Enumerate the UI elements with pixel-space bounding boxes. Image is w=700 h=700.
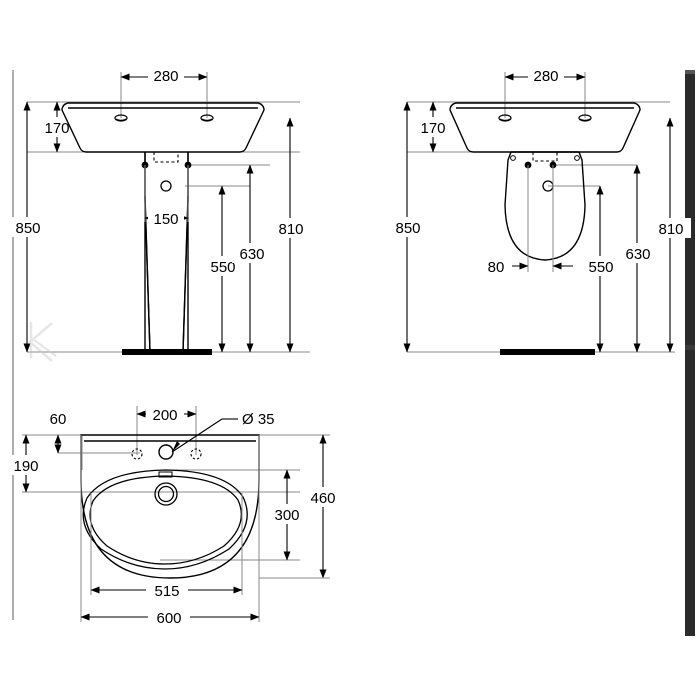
dim-80-view2: 80	[480, 165, 573, 276]
dim-label-170-a: 170	[44, 120, 69, 137]
basin-front-outline-view1	[61, 102, 265, 153]
dim-550-view2: 550	[581, 185, 621, 353]
dim-label-280-b: 280	[533, 68, 558, 85]
dim-label-diameter-35: Ø 35	[242, 411, 275, 428]
semi-pedestal-fixing-left	[510, 155, 516, 161]
dim-label-190: 190	[13, 458, 38, 475]
dim-label-170-b: 170	[420, 120, 445, 137]
dim-label-150: 150	[153, 211, 178, 228]
dim-810-view1: 810	[271, 117, 311, 353]
view-plan: 60 190 200 Ø 35	[5, 405, 344, 627]
dim-label-60: 60	[50, 411, 67, 428]
taphole-right-view1	[200, 114, 214, 122]
dim-label-280-a: 280	[153, 68, 178, 85]
basin-plan-outline	[80, 434, 260, 579]
taphole-right-plan	[190, 448, 202, 460]
waste-drain-plan	[154, 482, 178, 506]
dim-label-200: 200	[152, 407, 177, 424]
dim-label-300: 300	[274, 507, 299, 524]
dim-170-view1: 170	[38, 101, 76, 153]
taphole-left-view1	[114, 114, 128, 122]
dim-630-view1: 630	[232, 164, 272, 353]
dim-label-810-b: 810	[658, 221, 683, 238]
dim-190-view3: 190	[5, 434, 47, 493]
dim-460-view3: 460	[259, 434, 344, 579]
dim-60-view3: 60	[43, 408, 73, 454]
dim-label-550-a: 550	[210, 259, 235, 276]
taphole-left-view2	[498, 114, 512, 122]
dim-810-view2: 810	[651, 117, 691, 353]
dim-280-view1: 280	[120, 66, 208, 118]
dim-label-515: 515	[154, 583, 179, 600]
watermark-logo	[28, 322, 57, 362]
dim-label-630-b: 630	[625, 246, 650, 263]
taphole-right-view2	[578, 114, 592, 122]
dim-label-600: 600	[156, 610, 181, 627]
dim-850-view1: 850	[8, 101, 48, 353]
semi-pedestal-fixing-right	[574, 155, 580, 161]
dim-label-850-a: 850	[15, 220, 40, 237]
dim-170-view2: 170	[414, 101, 452, 153]
dim-label-810-a: 810	[278, 221, 303, 238]
dim-200-view3: 200	[136, 405, 197, 455]
dim-label-850-b: 850	[395, 220, 420, 237]
dim-label-550-b: 550	[588, 259, 613, 276]
taphole-center-plan	[158, 444, 174, 460]
dim-280-view2: 280	[504, 66, 586, 118]
overflow-slot-plan	[158, 471, 173, 478]
floor-bar-view2	[500, 349, 595, 355]
waste-outlet-view1	[160, 180, 172, 192]
view-front-semi-pedestal: 280 170 850	[388, 66, 691, 355]
dim-label-460: 460	[310, 490, 335, 507]
right-edge-bar	[685, 70, 695, 636]
trap-hidden-outline-view1	[153, 152, 179, 163]
dim-300-view3: 300	[266, 469, 308, 561]
basin-plan-bowl	[82, 469, 248, 570]
taphole-left-plan	[131, 448, 143, 460]
dim-label-630-a: 630	[239, 246, 264, 263]
dim-150-view1: 150	[144, 165, 189, 228]
dim-label-80: 80	[488, 259, 505, 276]
basin-front-outline-view2	[449, 102, 641, 153]
semi-pedestal-outline	[504, 151, 586, 261]
dim-630-view2: 630	[618, 164, 658, 353]
view-front-full-pedestal: 280 170 850	[8, 66, 311, 362]
dim-515-view3: 515	[90, 493, 243, 600]
dim-850-view2: 850	[388, 101, 428, 353]
dim-600-view3: 600	[80, 435, 260, 627]
floor-bar-view1	[122, 349, 212, 355]
